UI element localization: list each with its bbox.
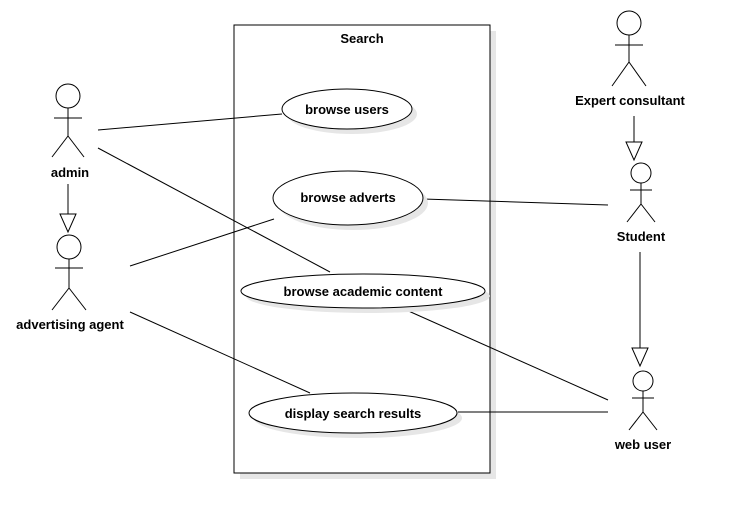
actor-web-user-label: web user — [614, 437, 671, 452]
use-case-browse-adverts-label: browse adverts — [300, 190, 395, 205]
association-student-browse-adverts — [422, 198, 609, 206]
association-admin-browse-academic-content — [97, 147, 331, 273]
use-case-browse-users-label: browse users — [305, 102, 389, 117]
use-case-display-search-results-label: display search results — [285, 406, 422, 421]
generalization-student-to-webuser — [631, 252, 649, 368]
actor-student-label: Student — [617, 229, 666, 244]
stick-figure-icon — [628, 370, 658, 431]
system-boundary-title: Search — [340, 31, 383, 46]
association-webuser-browse-academic-content — [403, 308, 609, 401]
use-case-display-search-results[interactable]: display search results — [248, 392, 462, 438]
stick-figure-icon — [626, 162, 656, 223]
actor-advertising-agent[interactable]: advertising agent — [16, 234, 124, 332]
actor-admin[interactable]: admin — [51, 83, 89, 180]
actor-expert-consultant-label: Expert consultant — [575, 93, 685, 108]
stick-figure-icon — [611, 10, 647, 87]
association-agent-display-search-results — [129, 311, 311, 394]
actor-student[interactable]: Student — [617, 162, 666, 244]
use-case-browse-academic-content[interactable]: browse academic content — [240, 273, 490, 313]
actor-advertising-agent-label: advertising agent — [16, 317, 124, 332]
generalization-agent-to-admin — [59, 184, 77, 234]
actor-admin-label: admin — [51, 165, 89, 180]
generalizations — [59, 116, 649, 368]
stick-figure-icon — [51, 234, 87, 311]
use-case-browse-academic-content-label: browse academic content — [284, 284, 444, 299]
actor-expert-consultant[interactable]: Expert consultant — [575, 10, 686, 108]
association-agent-browse-adverts — [129, 218, 275, 267]
actor-web-user[interactable]: web user — [614, 370, 671, 452]
association-admin-browse-users — [97, 113, 283, 131]
generalization-expert-to-student — [625, 116, 643, 162]
associations — [97, 113, 609, 413]
use-case-browse-users[interactable]: browse users — [281, 88, 417, 134]
stick-figure-icon — [51, 83, 85, 158]
use-case-browse-adverts[interactable]: browse adverts — [272, 170, 428, 230]
